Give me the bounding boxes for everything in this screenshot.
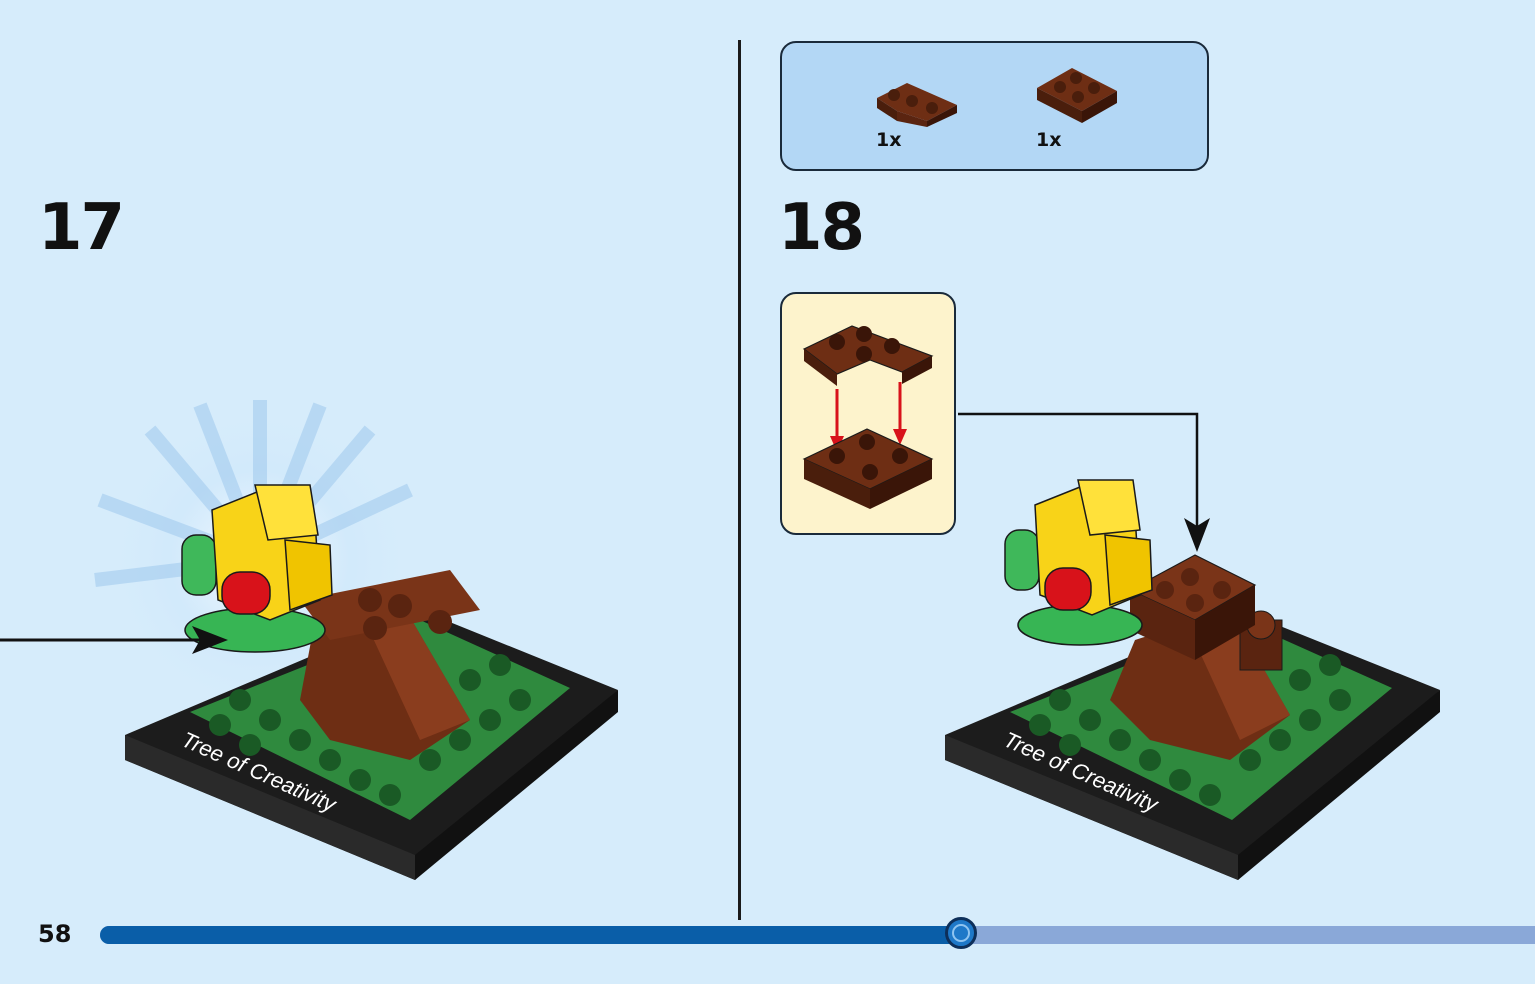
page-divider xyxy=(738,40,741,920)
step-18-illustration: Tree of Creativity xyxy=(945,412,1440,880)
foliage-assembly xyxy=(1004,479,1153,646)
page-number: 58 xyxy=(38,920,72,948)
callout-connector xyxy=(958,412,1210,552)
progress-indicator-icon xyxy=(945,917,977,949)
progress-bar xyxy=(100,917,1535,949)
parts-list-art xyxy=(877,68,1117,127)
part-quantity: 1x xyxy=(1036,129,1062,151)
step-18-number: 18 xyxy=(778,191,865,265)
subassembly-callout xyxy=(780,292,956,535)
corner-plate-icon xyxy=(877,83,957,127)
plate-2x2-icon xyxy=(1037,68,1117,123)
corner-plate-top xyxy=(802,325,934,386)
subassembly-art xyxy=(802,325,934,509)
step-17-arrow xyxy=(0,626,228,654)
tree-trunk xyxy=(1110,554,1290,760)
step-17-number: 17 xyxy=(38,191,125,265)
plate-2x2-bottom xyxy=(802,428,934,509)
assembly-arrows xyxy=(835,382,902,439)
tree-trunk xyxy=(300,570,480,760)
step-17-illustration: Tree of Creativity xyxy=(0,395,618,880)
progress-fill xyxy=(100,926,961,944)
parts-list-box: 1x 1x xyxy=(780,41,1209,171)
part-quantity: 1x xyxy=(876,129,902,151)
